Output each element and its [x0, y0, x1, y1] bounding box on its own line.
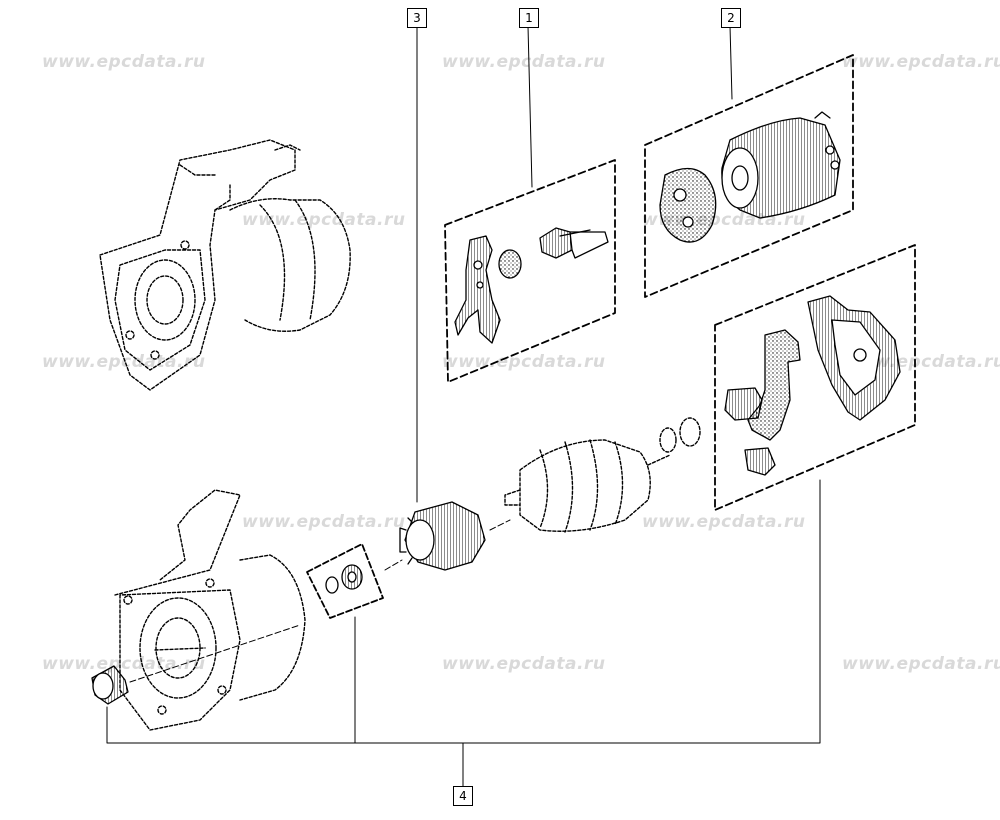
retaining-ring — [325, 576, 339, 594]
group-2-outline — [644, 54, 854, 298]
watermark: www.epcdata.ru — [842, 52, 1000, 72]
drive-pinion — [399, 501, 486, 571]
reference-starter-assembly — [99, 139, 351, 391]
brush-group-outline — [714, 244, 916, 511]
callout-2: 2 — [721, 8, 741, 28]
watermark: www.epcdata.ru — [642, 512, 806, 532]
nose-housing — [114, 489, 306, 731]
callout-1: 1 — [519, 8, 539, 28]
bushing — [91, 665, 129, 705]
group-1-outline — [444, 159, 616, 383]
lever-pivot-block — [539, 227, 609, 259]
watermark: www.epcdata.ru — [42, 352, 206, 372]
watermark: www.epcdata.ru — [242, 512, 406, 532]
stop-collar — [341, 564, 363, 590]
solenoid-end-plate — [659, 167, 717, 243]
callout-4: 4 — [453, 786, 473, 806]
watermark: www.epcdata.ru — [442, 654, 606, 674]
watermark: www.epcdata.ru — [42, 654, 206, 674]
watermark: www.epcdata.ru — [42, 52, 206, 72]
watermark: www.epcdata.ru — [442, 52, 606, 72]
assembly-axis-lines — [129, 519, 511, 683]
brush-holder-plate — [807, 295, 901, 421]
brush-lead-bracket — [724, 329, 801, 476]
small-parts-outline — [306, 543, 384, 619]
solenoid-body — [721, 111, 841, 219]
fork-lever — [454, 235, 501, 344]
leader-lines — [106, 25, 821, 787]
callout-3: 3 — [407, 8, 427, 28]
circlip — [498, 249, 522, 279]
watermark: www.epcdata.ru — [242, 210, 406, 230]
armature — [504, 417, 701, 533]
watermark: www.epcdata.ru — [842, 654, 1000, 674]
